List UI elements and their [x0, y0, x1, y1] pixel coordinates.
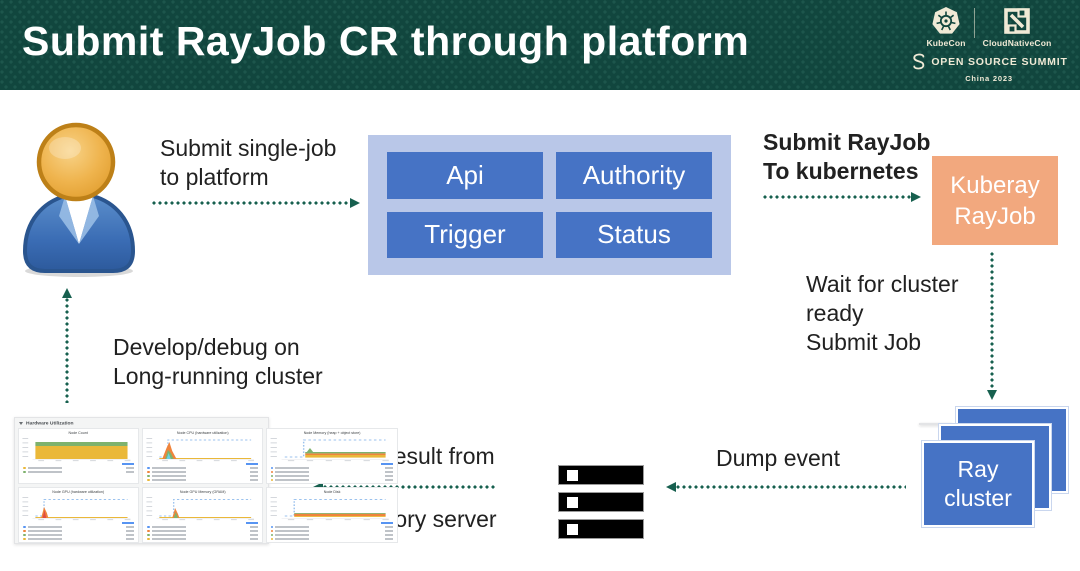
summit-s-icon — [913, 53, 925, 70]
arrowhead-down — [987, 390, 997, 400]
kubecon-logo: KubeCon — [926, 6, 965, 48]
legend-row — [145, 537, 260, 541]
panel-node-disk: Node Disk — [265, 487, 398, 543]
submit-single-job-label: Submit single-job to platform — [160, 135, 337, 190]
arrowhead-right — [911, 192, 921, 202]
conference-logos: KubeCon CloudNativeCon — [905, 6, 1073, 48]
dump-event-label: Dump event — [715, 445, 840, 471]
arrowhead-right — [350, 198, 360, 208]
legend-row — [269, 470, 395, 474]
node-disk-chart — [270, 497, 389, 521]
node-cpu-chart — [146, 438, 255, 462]
legend-row — [269, 466, 395, 470]
legend-row — [21, 529, 136, 533]
legend-row — [269, 474, 395, 478]
kuberay-rayjob-box: Kuberay RayJob — [932, 156, 1058, 245]
legend-row — [269, 533, 395, 537]
node-gpu-memory-chart — [146, 497, 255, 521]
summit-label: OPEN SOURCE SUMMIT — [931, 55, 1068, 68]
legend-row — [269, 478, 395, 482]
panel-node-memory: Node Memory (heap + object store) — [265, 428, 398, 484]
legend-row — [21, 537, 136, 541]
user-person-icon — [22, 122, 136, 277]
kubernetes-helm-icon — [932, 7, 960, 34]
develop-debug-label: Develop/debug on Long-running cluster — [113, 334, 323, 389]
legend-row — [21, 466, 136, 470]
history-server-icon — [558, 465, 644, 546]
module-authority: Authority — [556, 152, 712, 199]
section-title: Hardware Utilization — [26, 420, 74, 426]
arrow-to-kubernetes — [763, 192, 921, 202]
legend-row — [145, 478, 260, 482]
legend-row — [21, 470, 136, 474]
module-api: Api — [387, 152, 543, 199]
grafana-dashboard-screenshot: Hardware Utilization Node Count Node CPU… — [14, 417, 398, 546]
legend-row — [145, 525, 260, 529]
arrow-develop-debug — [62, 288, 72, 403]
logo-divider — [973, 8, 975, 38]
dashboard-grid: Node Count Node CPU (hardware utilizatio… — [15, 428, 398, 546]
arrowhead-up — [62, 288, 72, 298]
platform-container: Api Authority Trigger Status — [368, 135, 731, 275]
module-trigger: Trigger — [387, 211, 543, 258]
event-label: China 2023 — [965, 74, 1013, 83]
legend-row — [145, 529, 260, 533]
legend-row — [21, 525, 136, 529]
collapse-caret-icon — [19, 421, 23, 425]
wait-for-cluster-label: Wait for cluster ready Submit Job — [806, 271, 959, 355]
panel-node-gpu-memory: Node GPU Memory (GRAM) — [142, 487, 263, 543]
submit-rayjob-label: Submit RayJob To kubernetes — [763, 129, 931, 184]
arrow-wait-for-cluster — [987, 252, 997, 400]
panel-node-cpu: Node CPU (hardware utilization) — [142, 428, 263, 484]
dashboard-section-header: Hardware Utilization — [15, 418, 268, 428]
page-title: Submit RayJob CR through platform — [22, 18, 750, 64]
event-name: China 2023 — [905, 74, 1073, 425]
legend-row — [269, 537, 395, 541]
cloudnativecon-logo: CloudNativeCon — [983, 6, 1052, 48]
cloudnativecon-icon — [1004, 8, 1030, 34]
legend-row — [145, 466, 260, 470]
node-memory-chart — [270, 438, 389, 462]
arrow-to-platform — [152, 198, 360, 208]
node-gpu-chart — [22, 497, 131, 521]
arrowhead-left — [666, 482, 676, 492]
legend-row — [145, 533, 260, 537]
legend-row — [21, 533, 136, 537]
arrow-dump-event — [666, 482, 906, 492]
legend-row — [269, 529, 395, 533]
cloudnativecon-label: CloudNativeCon — [982, 38, 1052, 48]
panel-node-gpu: Node GPU (hardware utilization) — [18, 487, 140, 543]
branding-block: KubeCon CloudNativeCon — [905, 6, 1073, 425]
slide-header: Submit RayJob CR through platform — [0, 0, 1080, 425]
node-count-chart — [22, 438, 131, 462]
legend-row — [145, 474, 260, 478]
legend-row — [145, 470, 260, 474]
legend-row — [269, 525, 395, 529]
panel-node-count: Node Count — [18, 428, 140, 484]
module-status: Status — [556, 211, 712, 258]
open-source-summit: OPEN SOURCE SUMMIT — [905, 52, 1073, 71]
kubecon-label: KubeCon — [926, 38, 966, 48]
ray-cluster-box-front: Ray cluster — [922, 441, 1034, 527]
